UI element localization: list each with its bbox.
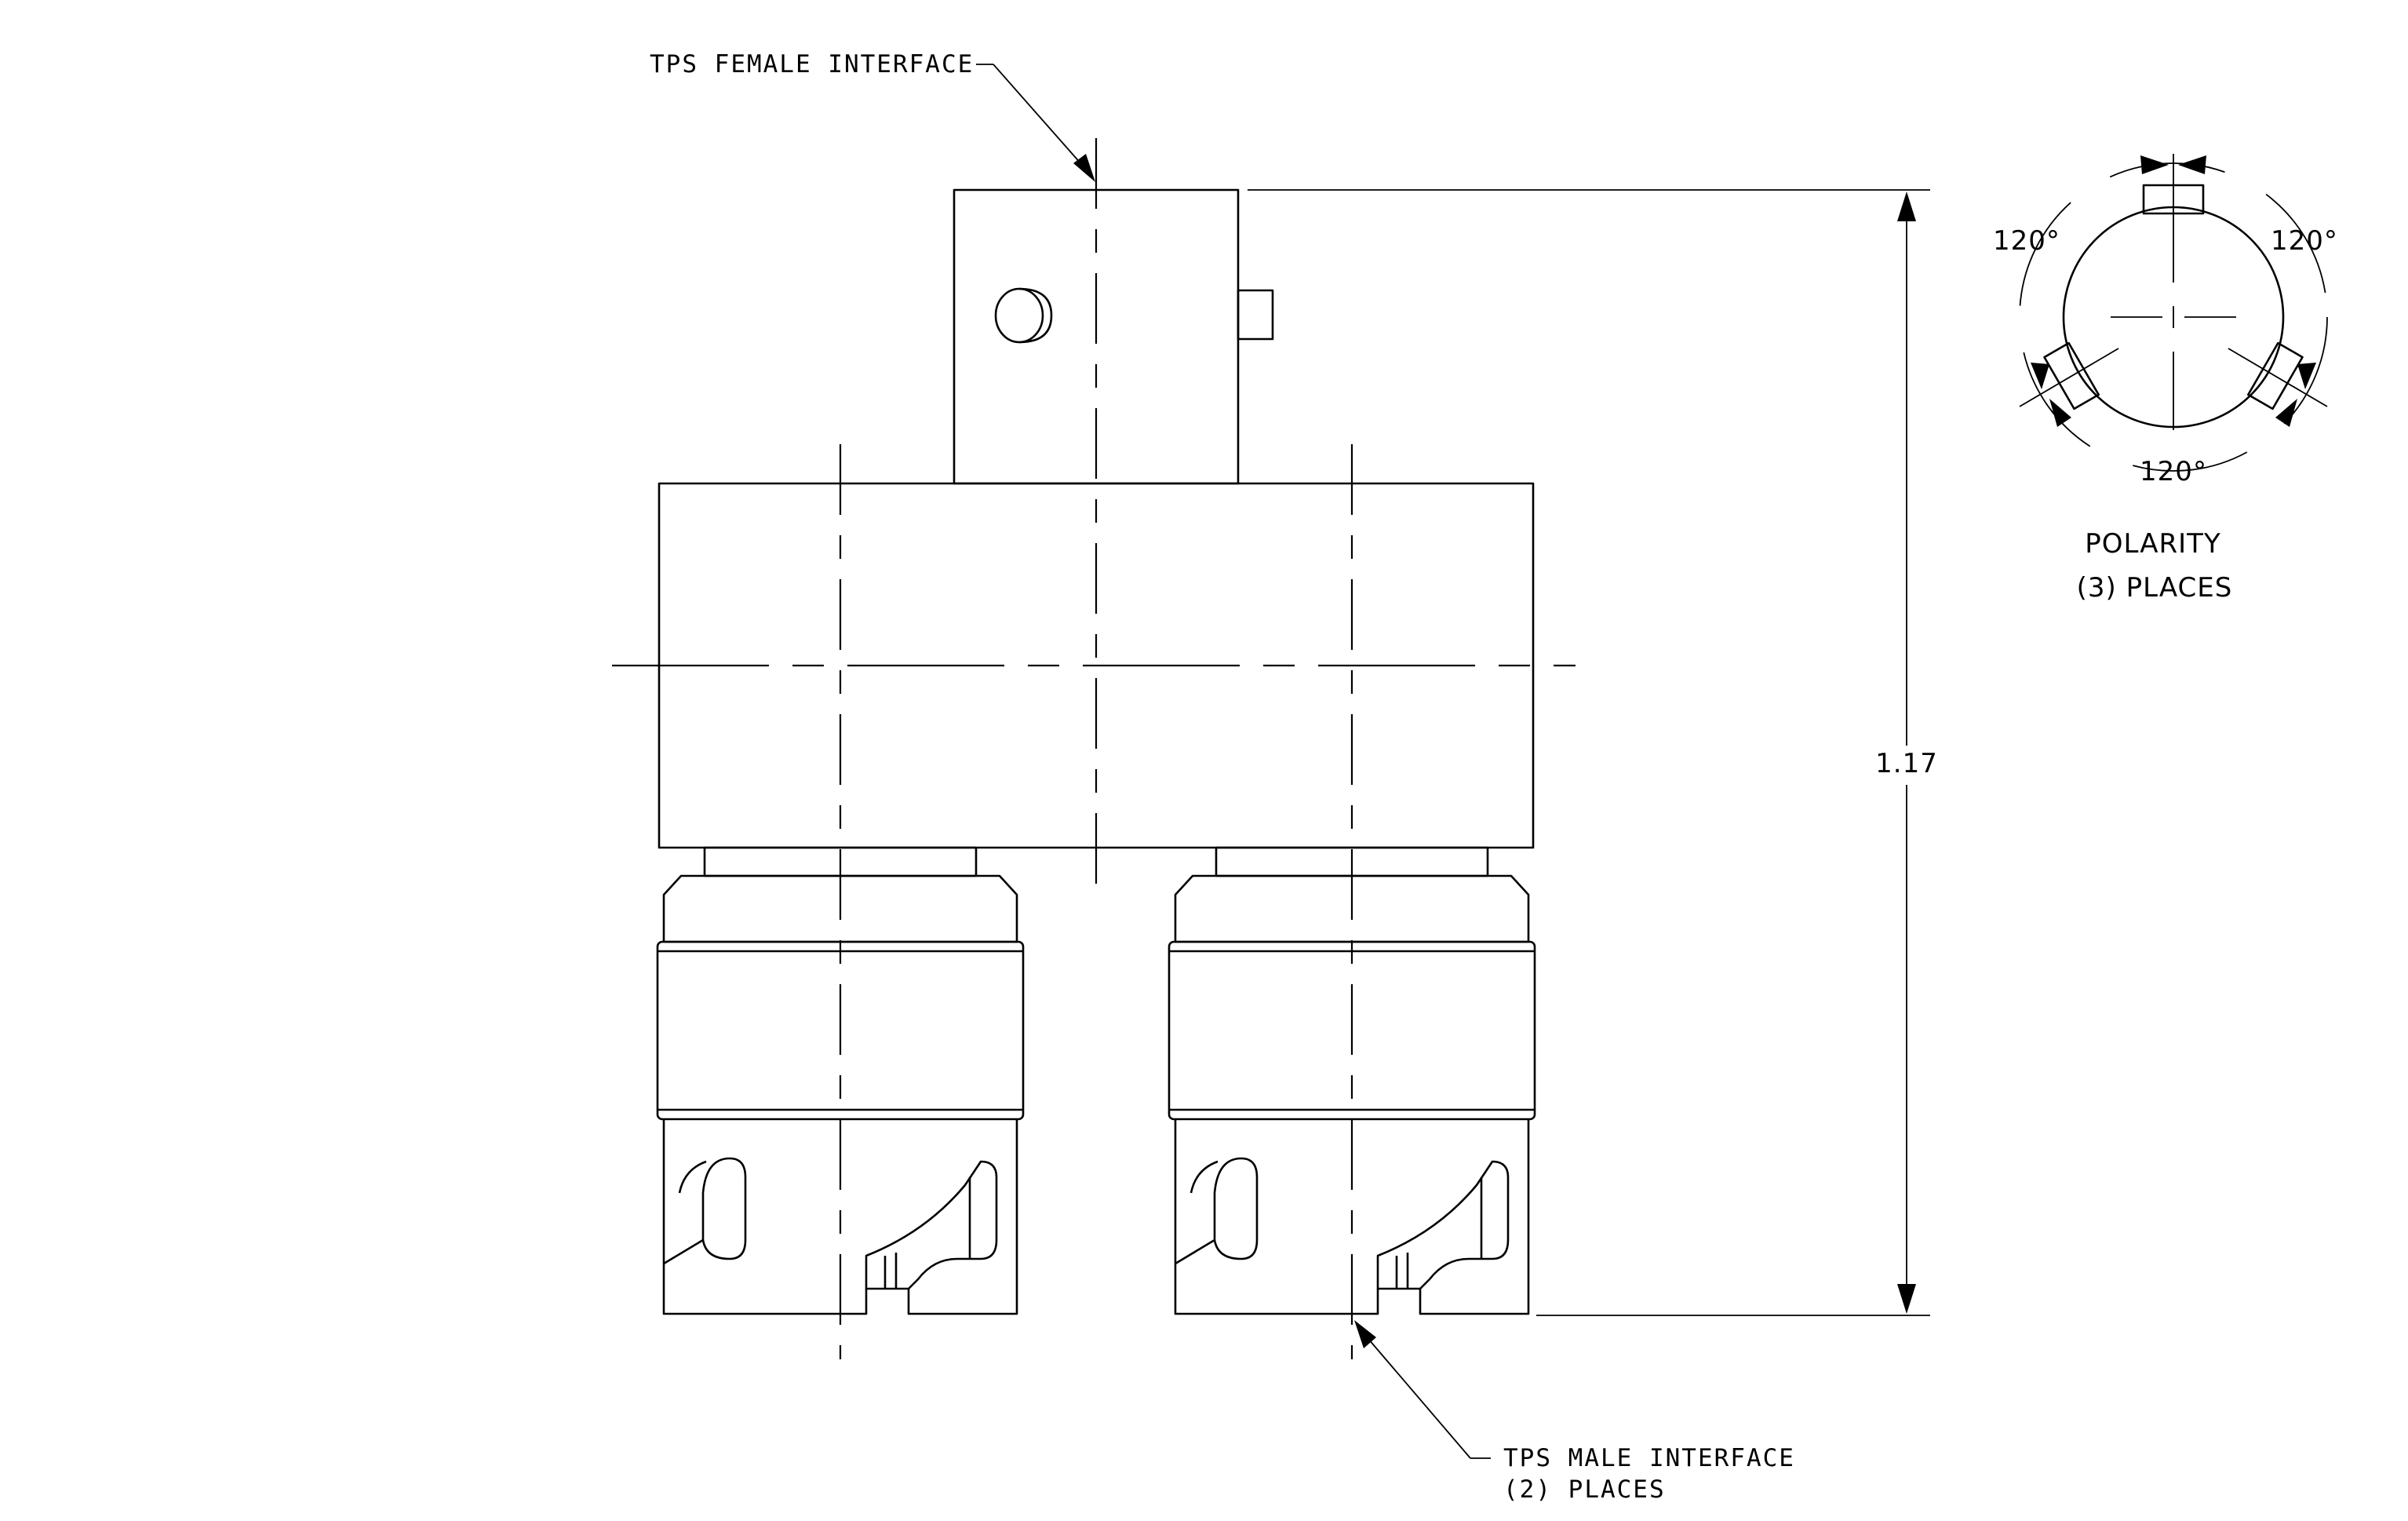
centerlines <box>612 138 1576 1359</box>
height-dimension <box>1248 189 1930 1316</box>
female-interface-label: TPS FEMALE INTERFACE <box>650 50 974 78</box>
polarity-view <box>2019 154 2328 472</box>
male-interface-label: TPS MALE INTERFACE <box>1503 1444 1795 1472</box>
polarity-places-label: (3) PLACES <box>2077 572 2233 604</box>
male-interface-places: (2) PLACES <box>1503 1475 1666 1504</box>
dimension-value: 1.17 <box>1875 748 1938 779</box>
female-interface-body <box>953 188 1274 485</box>
angle-right-label: 120° <box>2271 225 2338 257</box>
polarity-label: POLARITY <box>2085 528 2220 560</box>
female-interface-leader <box>976 64 1095 182</box>
male-interface-leader <box>1354 1320 1491 1459</box>
angle-bottom-label: 120° <box>2140 456 2207 487</box>
angle-left-label: 120° <box>1993 225 2060 257</box>
